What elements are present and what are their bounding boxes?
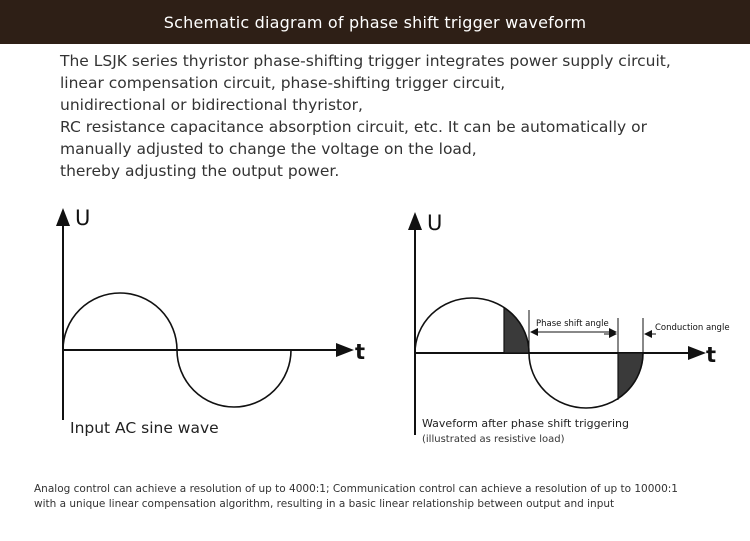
intro-line: linear compensation circuit, phase-shift… <box>60 74 506 92</box>
intro-text: The LSJK series thyristor phase-shifting… <box>60 50 740 182</box>
left-x-axis-arrow <box>336 343 354 357</box>
intro-line: manually adjusted to change the voltage … <box>60 140 477 158</box>
intro-line: RC resistance capacitance absorption cir… <box>60 118 647 136</box>
right-x-axis-label: t <box>706 343 716 367</box>
positive-conduction-area <box>503 306 530 354</box>
left-y-axis-arrow <box>56 208 70 226</box>
right-y-axis-label: U <box>427 211 442 235</box>
right-x-axis-arrow <box>688 346 706 360</box>
phase-shift-diagram: U t Phase shift angle Conduction angle W… <box>408 211 730 445</box>
negative-conduction-area <box>617 352 644 400</box>
intro-line: unidirectional or bidirectional thyristo… <box>60 96 363 114</box>
right-caption-line2: (illustrated as resistive load) <box>422 434 565 445</box>
right-caption-line1: Waveform after phase shift triggering <box>422 417 629 430</box>
intro-line: The LSJK series thyristor phase-shifting… <box>60 52 671 70</box>
footer-note: Analog control can achieve a resolution … <box>34 482 734 512</box>
left-caption: Input AC sine wave <box>70 419 219 437</box>
input-sine-diagram: U t Input AC sine wave <box>56 206 365 437</box>
page-title: Schematic diagram of phase shift trigger… <box>163 12 587 32</box>
right-y-axis-arrow <box>408 212 422 230</box>
left-x-axis-label: t <box>355 340 365 364</box>
footer-line: with a unique linear compensation algori… <box>34 498 615 510</box>
page-header: Schematic diagram of phase shift trigger… <box>0 0 750 44</box>
phase-shift-label: Phase shift angle <box>536 319 609 329</box>
footer-line: Analog control can achieve a resolution … <box>34 483 678 495</box>
left-y-axis-label: U <box>75 206 90 230</box>
input-sine-wave <box>62 292 292 408</box>
intro-line: thereby adjusting the output power. <box>60 162 340 180</box>
conduction-label: Conduction angle <box>655 323 730 333</box>
